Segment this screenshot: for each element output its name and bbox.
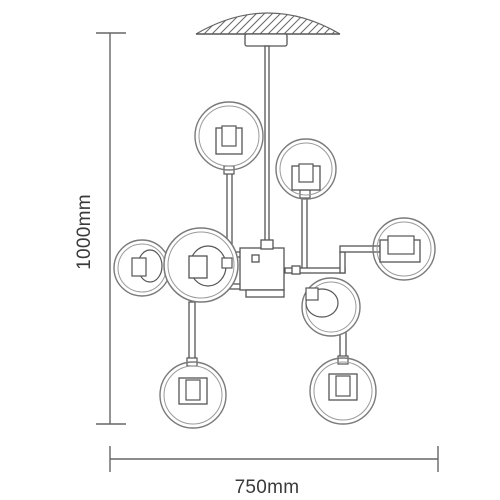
hub-knob-right (291, 265, 301, 275)
dimension-lines (96, 32, 439, 472)
center-hub-plate (245, 289, 285, 298)
globe-left-front (163, 227, 239, 303)
width-dimension-label: 750mm (234, 477, 300, 498)
globe-center-right (301, 277, 361, 337)
globe-top-right (275, 138, 337, 200)
globe-top-left (194, 101, 264, 175)
suspension-rod (264, 45, 270, 247)
arm-right-top-horizontal (339, 245, 381, 253)
arm-top-right-vertical (301, 195, 308, 272)
hub-collar (260, 239, 274, 250)
arm-lower-left-vertical (188, 301, 196, 363)
arm-right-riser (339, 251, 346, 274)
ceiling-canopy (244, 33, 288, 47)
center-hub (239, 247, 285, 291)
globe-right (372, 217, 436, 281)
globe-bottom-left (159, 357, 227, 429)
globe-far-left (113, 239, 171, 297)
globe-bottom-right (309, 355, 377, 425)
hub-knob-left (251, 254, 260, 263)
ceiling-hatch (195, 12, 341, 35)
height-dimension-label: 1000mm (74, 194, 95, 270)
